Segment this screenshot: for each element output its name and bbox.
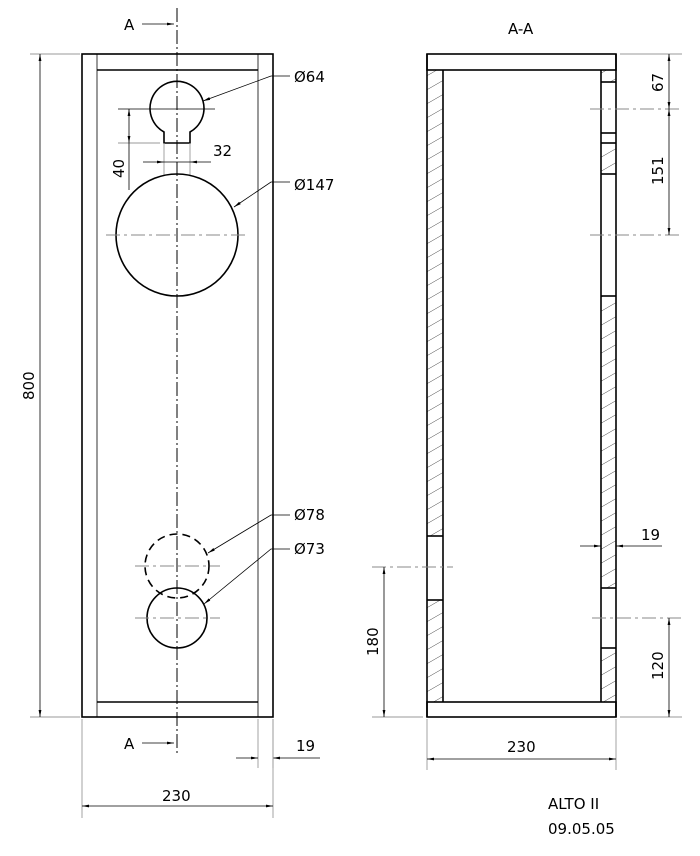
dim-front-port-height: 120	[649, 651, 667, 680]
port-hole-hidden	[144, 533, 210, 599]
tweeter-cutout	[149, 80, 205, 144]
dim-tweeter-dia: Ø64	[294, 68, 325, 86]
dim-slot-width: 32	[213, 142, 232, 160]
section-marker-top: A	[124, 16, 135, 34]
dim-front-width: 230	[162, 787, 191, 805]
dim-slot-offset: 40	[110, 159, 128, 178]
dim-section-width: 230	[507, 738, 536, 756]
dim-woofer-dia: Ø147	[294, 176, 334, 194]
dim-port-a-dia: Ø78	[294, 506, 325, 524]
bottom-board-section	[426, 701, 617, 718]
dim-tweeter-to-woofer: 151	[649, 156, 667, 185]
section-marker-bottom: A	[124, 735, 135, 753]
dim-front-wall: 19	[296, 737, 315, 755]
dim-port-b-dia: Ø73	[294, 540, 325, 558]
dim-height: 800	[20, 371, 38, 400]
front-view: 40 32 Ø64 Ø147 Ø78 Ø73 A A 800	[20, 8, 334, 818]
top-board-section	[426, 53, 617, 71]
dim-top-to-tweeter: 67	[649, 73, 667, 92]
dim-back-port-height: 180	[364, 627, 382, 656]
section-view: A-A 67 151 19	[364, 20, 682, 770]
drawing-name: ALTO II	[548, 795, 599, 813]
section-title: A-A	[508, 20, 534, 38]
dim-section-wall: 19	[641, 526, 660, 544]
drawing-date: 09.05.05	[548, 820, 615, 838]
